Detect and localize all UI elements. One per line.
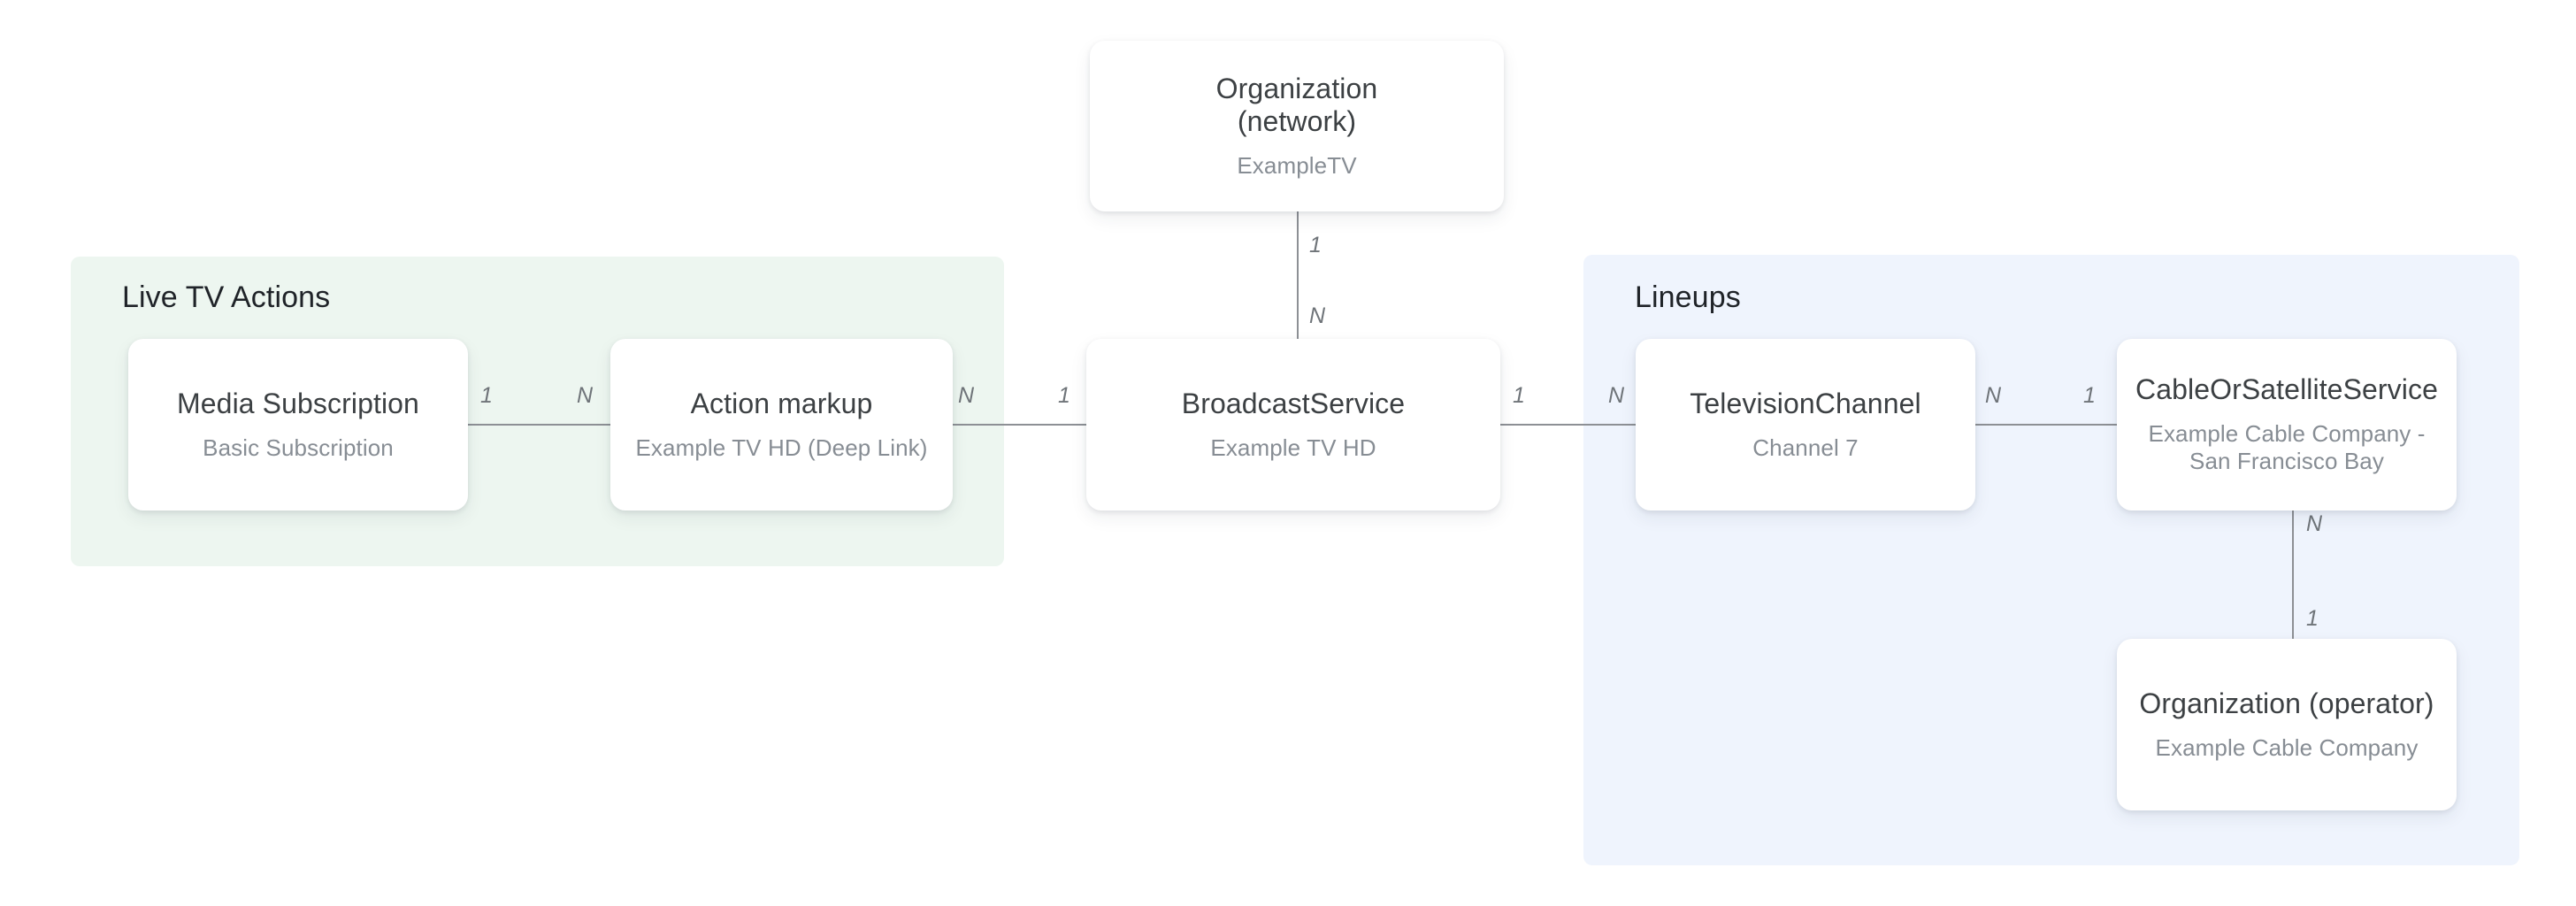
edge-label-broadcast-service-source-right: 1 (1513, 383, 1525, 408)
edge-label-television-channel-source-right: N (1985, 383, 2002, 408)
edge-label-media-subscription-source: 1 (480, 383, 493, 408)
node-subtitle: Example Cable Company (2155, 733, 2419, 761)
node-organization-operator[interactable]: Organization (operator) Example Cable Co… (2117, 639, 2457, 810)
group-title-live-tv-actions: Live TV Actions (122, 280, 331, 314)
edge-action-markup-to-broadcast-service (920, 424, 1115, 426)
edge-label-broadcast-service-target-left: 1 (1058, 383, 1070, 408)
node-television-channel[interactable]: TelevisionChannel Channel 7 (1636, 339, 1975, 511)
node-title: BroadcastService (1181, 388, 1406, 419)
node-title: Organization (network) (1216, 73, 1378, 138)
node-title: TelevisionChannel (1690, 388, 1921, 419)
node-subtitle-line-1: Example Cable Company - (2148, 420, 2426, 448)
node-organization-network[interactable]: Organization (network) ExampleTV (1090, 41, 1504, 211)
node-title-line-2: (network) (1237, 104, 1357, 137)
node-cable-or-satellite-service[interactable]: CableOrSatelliteService Example Cable Co… (2117, 339, 2457, 511)
node-subtitle: Example TV HD (1210, 434, 1376, 461)
edge-label-organization-network-source: 1 (1309, 233, 1322, 257)
edge-label-cable-or-satellite-service-source-bottom: N (2306, 511, 2323, 536)
node-subtitle: Example Cable Company - San Francisco Ba… (2149, 420, 2426, 475)
edge-label-cable-or-satellite-service-target-left: 1 (2083, 383, 2096, 408)
node-title: Action markup (690, 388, 873, 419)
edge-cable-or-satellite-service-to-organization-operator (2292, 504, 2294, 641)
node-subtitle: Basic Subscription (203, 434, 394, 461)
edge-label-television-channel-target-left: N (1608, 383, 1625, 408)
node-action-markup[interactable]: Action markup Example TV HD (Deep Link) (610, 339, 953, 511)
node-title: Organization (operator) (2139, 687, 2434, 719)
edge-label-broadcast-service-target-top: N (1309, 303, 1326, 328)
node-subtitle: Channel 7 (1752, 434, 1859, 461)
edge-television-channel-to-cable-or-satellite-service (1946, 424, 2158, 426)
edge-media-subscription-to-action-markup (442, 424, 655, 426)
node-title: Media Subscription (177, 388, 419, 419)
edge-organization-network-to-broadcast-service (1297, 209, 1299, 343)
node-subtitle: Example TV HD (Deep Link) (635, 434, 928, 461)
edge-label-action-markup-source-right: N (958, 383, 975, 408)
node-media-subscription[interactable]: Media Subscription Basic Subscription (128, 339, 468, 511)
edge-label-action-markup-target-left: N (577, 383, 594, 408)
node-title: CableOrSatelliteService (2135, 373, 2438, 406)
group-title-lineups: Lineups (1635, 280, 1741, 314)
edge-label-organization-operator-target-top: 1 (2306, 606, 2319, 631)
edge-broadcast-service-to-television-channel (1477, 424, 1690, 426)
node-broadcast-service[interactable]: BroadcastService Example TV HD (1086, 339, 1500, 511)
node-title-line-1: Organization (1215, 73, 1378, 105)
node-subtitle-line-2: San Francisco Bay (2189, 448, 2384, 475)
node-subtitle: ExampleTV (1237, 151, 1357, 179)
